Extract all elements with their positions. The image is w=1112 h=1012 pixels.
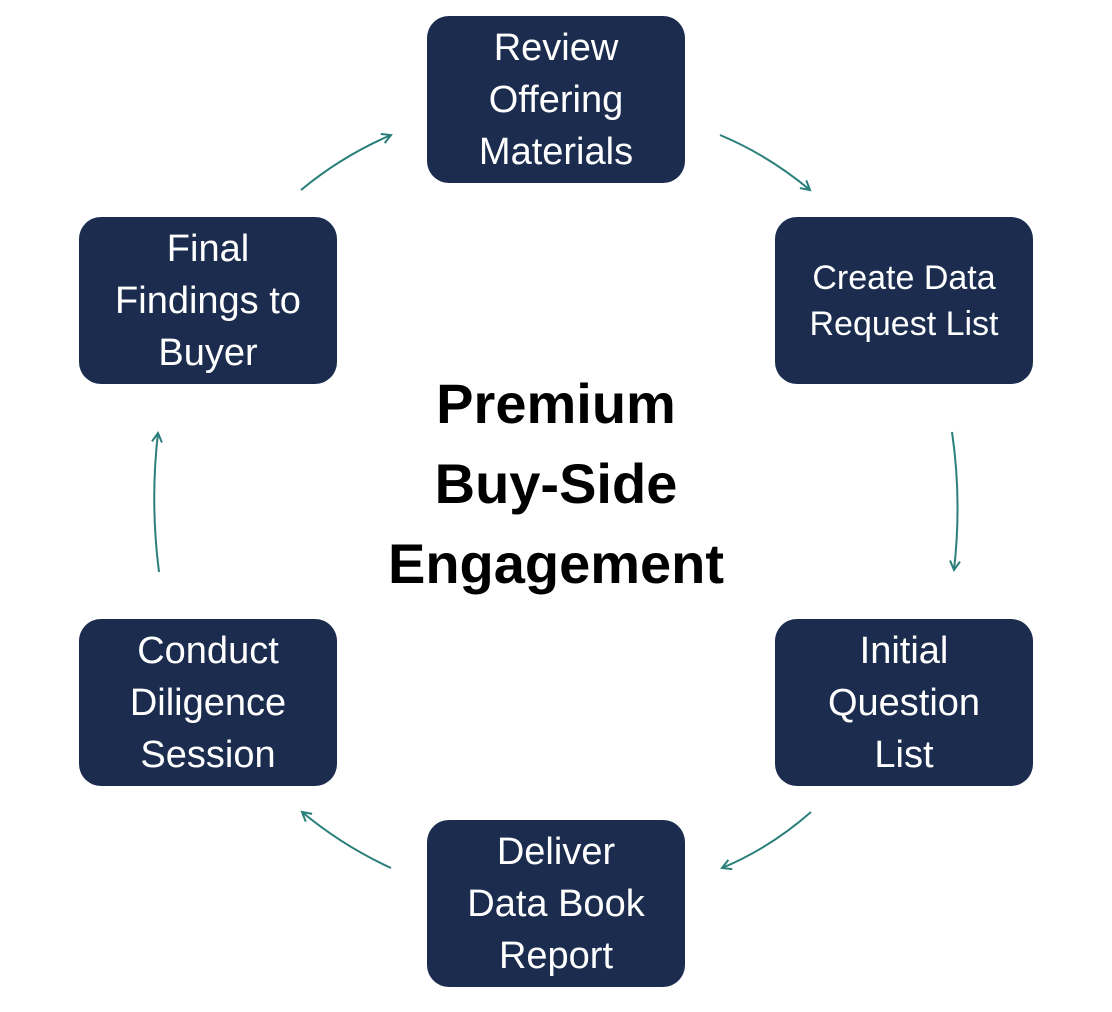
step-label: Create Data Request List [809,258,999,343]
arrow-initial-to-deliver [722,811,812,868]
arrow-deliver-to-conduct [302,812,392,869]
center-title: Premium Buy-Side Engagement [387,372,725,595]
step-review-offering-materials: Review Offering Materials [427,16,685,183]
step-deliver-data-book-report: Deliver Data Book Report [427,820,685,987]
step-final-findings-to-buyer: Final Findings to Buyer [79,217,337,384]
step-label: Conduct Diligence Session [129,629,287,776]
arrow-review-to-create [719,134,810,190]
arrow-final-to-review [300,135,391,191]
step-label: Initial Question List [827,629,981,776]
arrow-conduct-to-final [154,433,159,573]
step-conduct-diligence-session: Conduct Diligence Session [79,619,337,786]
step-create-data-request-list: Create Data Request List [775,217,1033,384]
step-initial-question-list: Initial Question List [775,619,1033,786]
step-label: Final Findings to Buyer [115,227,301,374]
step-label: Review Offering Materials [478,26,634,173]
arrow-create-to-initial [952,431,958,570]
step-label: Deliver Data Book Report [467,830,645,977]
